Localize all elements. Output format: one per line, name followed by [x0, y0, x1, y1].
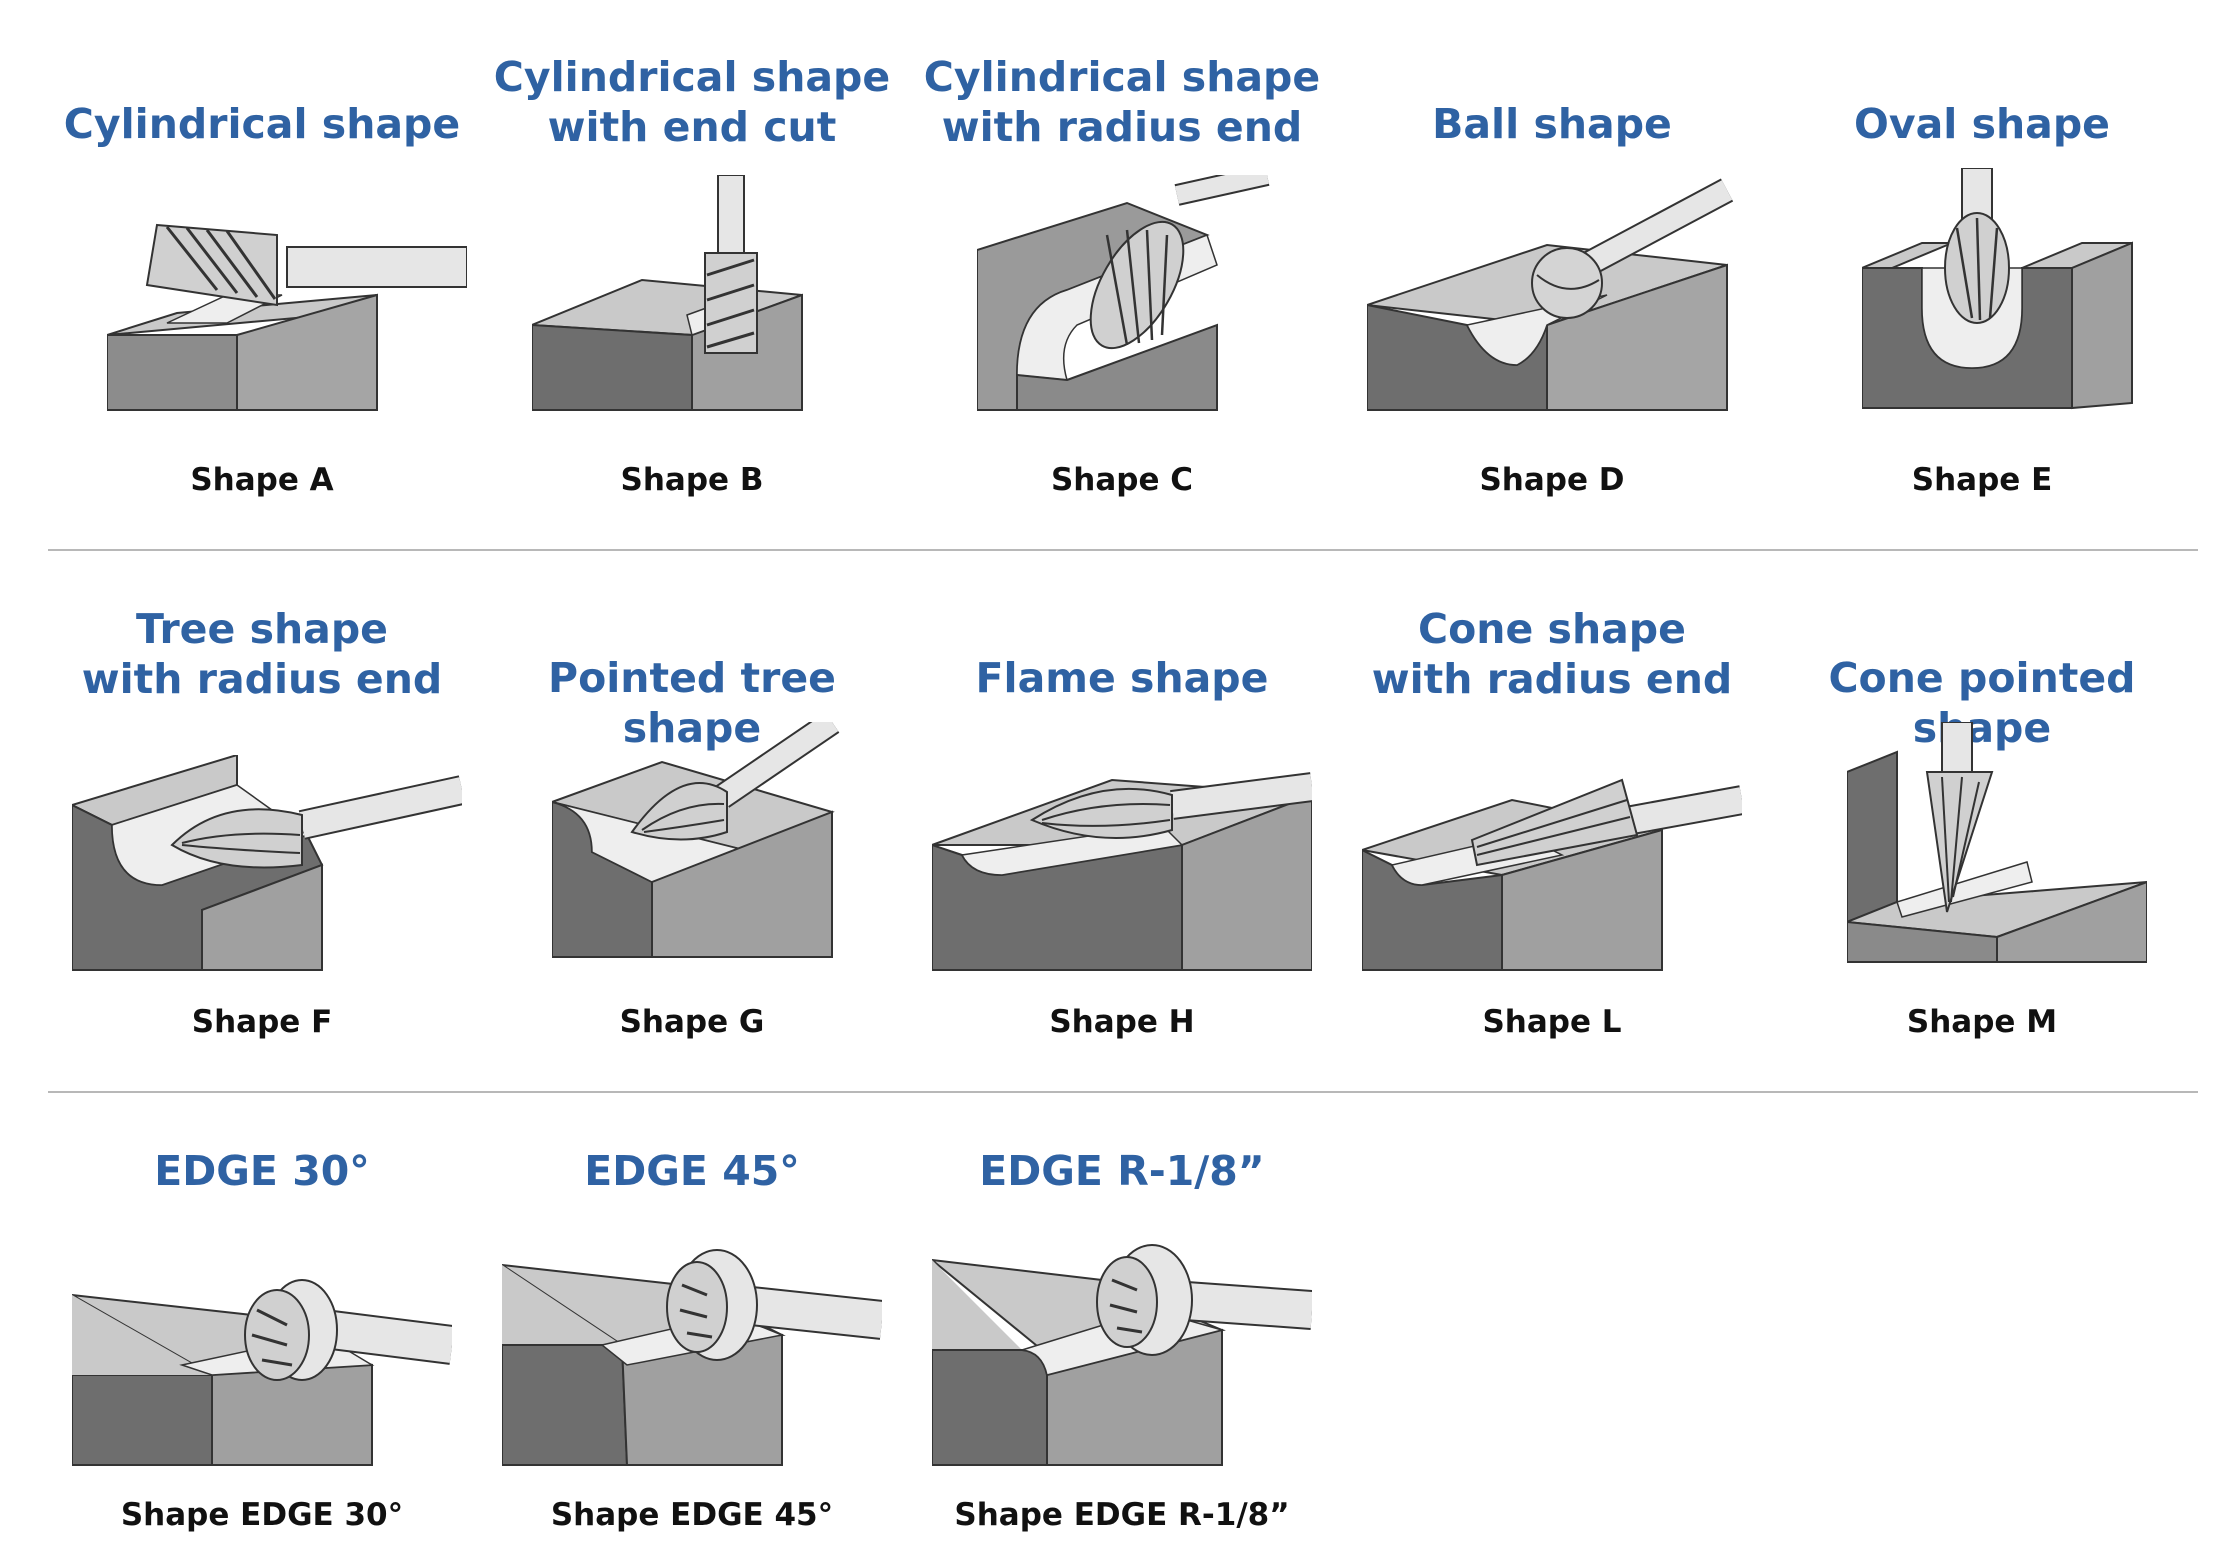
shape-card-edge-r: EDGE R-1/8” Shape EDGE R-1/8” [907, 0, 1337, 1552]
shape-f-illustration [72, 755, 462, 971]
shape-card-d: Ball shape Shape D [1337, 0, 1767, 540]
shape-card-e: Oval shape Shape E [1767, 0, 2197, 540]
shape-caption: Shape F [191, 1004, 333, 1040]
shape-caption: Shape EDGE 45° [550, 1497, 834, 1533]
shape-card-h: Flame shape Shape H [907, 0, 1337, 1080]
shape-title: EDGE 45° [584, 1147, 800, 1195]
shape-m-illustration [1847, 722, 2147, 963]
row-divider-1 [48, 549, 2198, 551]
shape-d-illustration [1367, 178, 1734, 411]
shape-caption: Shape C [1050, 462, 1194, 498]
shape-title: Cone shape with radius end [1371, 605, 1733, 703]
shape-caption: Shape L [1482, 1004, 1622, 1040]
shape-title: Oval shape [1854, 100, 2110, 148]
shape-card-a: Cylindrical shape Shape A [47, 0, 477, 540]
shape-caption: Shape H [1049, 1004, 1195, 1040]
shape-title: Cone pointed shape [1828, 654, 2136, 752]
shape-edge-r-illustration [932, 1244, 1312, 1466]
shape-caption: Shape EDGE R-1/8” [954, 1497, 1290, 1533]
shape-caption: Shape D [1479, 462, 1625, 498]
shape-g-illustration [552, 722, 840, 958]
shape-title: Ball shape [1432, 100, 1672, 148]
shape-title: Cylindrical shape with end cut [493, 53, 891, 151]
shape-title: Flame shape [975, 654, 1269, 702]
row-divider-2 [48, 1091, 2198, 1093]
shape-title: EDGE R-1/8” [979, 1147, 1265, 1195]
shape-caption: Shape G [619, 1004, 765, 1040]
shape-c-illustration [977, 175, 1270, 411]
shape-edge-30-illustration [72, 1279, 452, 1466]
shape-edge-45-illustration [502, 1249, 882, 1466]
shape-title: EDGE 30° [154, 1147, 370, 1195]
shape-title: Cylindrical shape [63, 100, 461, 148]
shape-l-illustration [1362, 778, 1742, 971]
shape-caption: Shape A [190, 462, 334, 498]
shape-caption: Shape M [1906, 1004, 2058, 1040]
shape-card-f: Tree shape with radius end Shape F [47, 0, 477, 1080]
shape-card-m: Cone pointed shape Shape M [1767, 0, 2197, 1080]
shape-caption: Shape EDGE 30° [120, 1497, 404, 1533]
shape-h-illustration [932, 772, 1312, 971]
shape-caption: Shape E [1911, 462, 2053, 498]
shape-card-edge-30: EDGE 30° Shape EDGE 30° [47, 0, 477, 1552]
shape-title: Pointed tree shape [548, 654, 836, 752]
shape-e-illustration [1862, 168, 2133, 410]
shape-card-c: Cylindrical shape with radius end Shape … [907, 0, 1337, 540]
shape-title: Tree shape with radius end [81, 605, 443, 703]
shape-a-illustration [107, 223, 467, 411]
shape-title: Cylindrical shape with radius end [923, 53, 1321, 151]
shape-card-l: Cone shape with radius end Shape L [1337, 0, 1767, 1080]
shape-card-g: Pointed tree shape Shape G [477, 0, 907, 1080]
shape-card-b: Cylindrical shape with end cut Shape B [477, 0, 907, 540]
shape-card-edge-45: EDGE 45° Shape EDGE 45° [477, 0, 907, 1552]
shape-b-illustration [532, 175, 803, 411]
shape-caption: Shape B [620, 462, 764, 498]
